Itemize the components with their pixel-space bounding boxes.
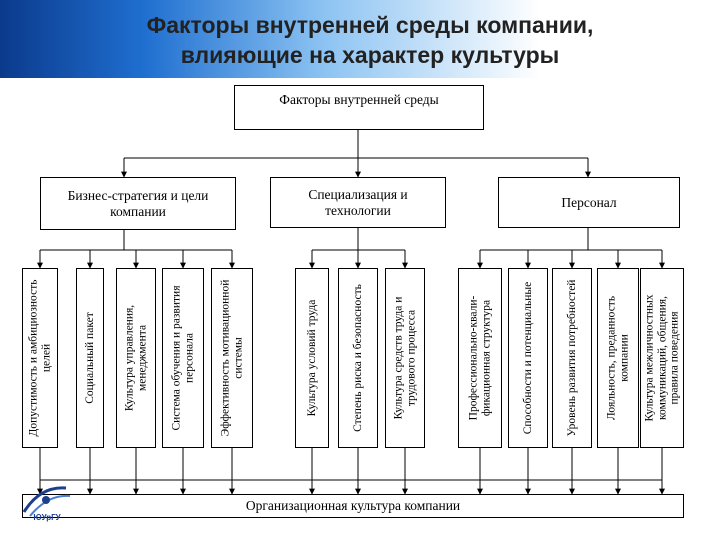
factor-label-9: Профессионально-квали-фикационная структ… bbox=[467, 295, 493, 421]
group-personnel-label: Персонал bbox=[561, 194, 617, 210]
factor-box-3: Культура управления, менеджмента bbox=[116, 268, 156, 448]
factor-box-4: Система обучения и развития персонала bbox=[162, 268, 204, 448]
title-banner bbox=[0, 0, 720, 78]
factor-box-6: Культура условий труда bbox=[295, 268, 329, 448]
internal-factors-label: Факторы внутренней среды bbox=[279, 92, 439, 107]
factor-box-1: Допустимость и амбициозность целей bbox=[22, 268, 58, 448]
group-personnel-box: Персонал bbox=[498, 177, 680, 228]
slide-title: Факторы внутренней среды компании, влияю… bbox=[60, 10, 680, 70]
factor-box-5: Эффективность мотивационной системы bbox=[211, 268, 253, 448]
factor-label-1: Допустимость и амбициозность целей bbox=[27, 279, 53, 437]
factor-label-13: Культура межличностных коммуникаций, общ… bbox=[643, 294, 681, 422]
factor-label-10: Способности и потенциальные bbox=[521, 281, 534, 435]
org-culture-label: Организационная культура компании bbox=[245, 498, 461, 513]
factor-label-8: Культура средств труда и трудового проце… bbox=[392, 296, 418, 420]
org-culture-box: Организационная культура компании bbox=[22, 494, 684, 518]
factor-label-6: Культура условий труда bbox=[305, 299, 318, 417]
slide-title-line-1: Факторы внутренней среды компании, bbox=[146, 12, 594, 38]
factor-box-10: Способности и потенциальные bbox=[508, 268, 548, 448]
factor-label-12: Лояльность, преданность компании bbox=[605, 295, 631, 421]
university-logo-text: ЮУрГУ bbox=[33, 513, 61, 522]
factor-box-11: Уровень развития потребностей bbox=[552, 268, 592, 448]
factor-box-12: Лояльность, преданность компании bbox=[597, 268, 639, 448]
internal-factors-box: Факторы внутренней среды bbox=[234, 85, 484, 130]
university-logo-icon bbox=[22, 486, 71, 517]
factor-box-2: Социальный пакет bbox=[76, 268, 104, 448]
factor-box-7: Степень риска и безопасность bbox=[338, 268, 378, 448]
factor-label-11: Уровень развития потребностей bbox=[565, 279, 578, 437]
factor-label-5: Эффективность мотивационной системы bbox=[219, 279, 245, 437]
slide-title-line-2: влияющие на характер культуры bbox=[180, 42, 560, 68]
group-strategy-label: Бизнес-стратегия и цели компании bbox=[67, 187, 209, 219]
factor-box-9: Профессионально-квали-фикационная структ… bbox=[458, 268, 502, 448]
factor-label-4: Система обучения и развития персонала bbox=[170, 285, 196, 431]
factor-label-2: Социальный пакет bbox=[83, 312, 96, 404]
factor-box-8: Культура средств труда и трудового проце… bbox=[385, 268, 425, 448]
factor-box-13: Культура межличностных коммуникаций, общ… bbox=[640, 268, 684, 448]
group-technology-box: Специализация и технологии bbox=[270, 177, 446, 228]
factor-label-3: Культура управления, менеджмента bbox=[123, 304, 149, 412]
group-technology-label: Специализация и технологии bbox=[308, 186, 408, 218]
factor-label-7: Степень риска и безопасность bbox=[351, 284, 364, 432]
group-strategy-box: Бизнес-стратегия и цели компании bbox=[40, 177, 236, 230]
